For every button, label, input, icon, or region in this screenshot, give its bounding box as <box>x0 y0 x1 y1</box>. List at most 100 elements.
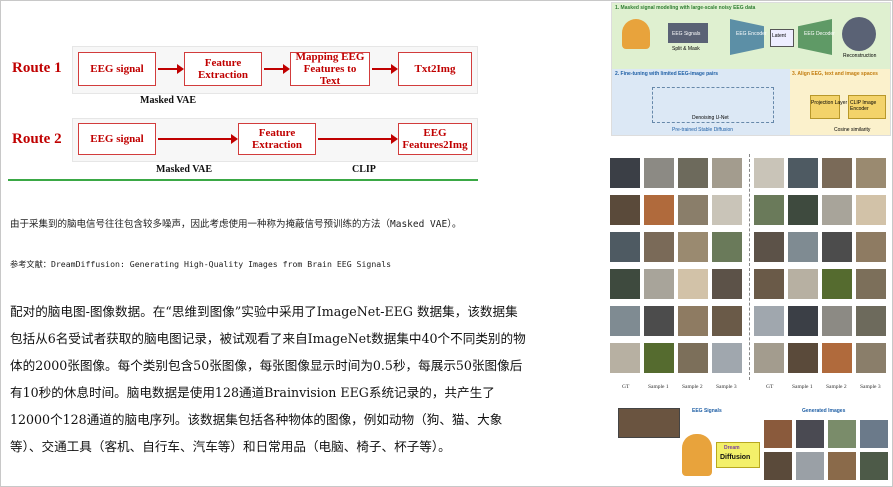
thumbnail-left-r1-c3 <box>678 158 708 188</box>
thumbnail-left-r4-c1 <box>610 269 640 299</box>
eeg-decoder-shape <box>798 19 832 55</box>
projection-label: Projection Layer <box>811 100 848 106</box>
thumbnail-left-r6-c3 <box>678 343 708 373</box>
clip-label: CLIP Image Encoder <box>850 100 877 112</box>
panel-finetune <box>612 69 790 135</box>
thumbnail-left-r5-c4 <box>712 306 742 336</box>
route2-box-eeg-signal: EEG signal <box>78 123 156 155</box>
thumbnail-left-r4-c2 <box>644 269 674 299</box>
thumbnail-right-r2-c2 <box>788 195 818 225</box>
caption-right-s2: Sample 2 <box>826 384 847 390</box>
output-image-4 <box>860 420 888 448</box>
eeg-signals-box <box>668 23 708 43</box>
eeg-encoder-label: EEG Encoder <box>736 31 767 37</box>
thumbnail-right-r1-c2 <box>788 158 818 188</box>
output-image-8 <box>860 452 888 480</box>
route1-box-feature-extraction: Feature Extraction <box>184 52 262 86</box>
thumbnail-right-r2-c3 <box>822 195 852 225</box>
dataset-paragraph: 配对的脑电图-图像数据。在“思维到图像”实验中采用了ImageNet-EEG 数… <box>10 304 526 454</box>
route1-box-mapping-text: Mapping EEG Features to Text <box>290 51 370 87</box>
thumbnail-left-r2-c2 <box>644 195 674 225</box>
reconstruction-label: Reconstruction <box>843 53 877 59</box>
thumbnail-left-r6-c2 <box>644 343 674 373</box>
route1-arrow-3 <box>372 64 398 74</box>
denoise-block <box>652 87 774 123</box>
section1-title: 1. Masked signal modeling with large-sca… <box>615 5 756 11</box>
thumbnail-left-r3-c2 <box>644 232 674 262</box>
output-image-1 <box>764 420 792 448</box>
thumbnail-right-r5-c2 <box>788 306 818 336</box>
section3-title: 3. Align EEG, text and image spaces <box>792 71 878 77</box>
output-image-2 <box>796 420 824 448</box>
thumbnail-right-r3-c1 <box>754 232 784 262</box>
eeg-photo-stack <box>618 408 680 438</box>
head-icon-bottom <box>682 434 712 476</box>
head-icon <box>622 19 650 49</box>
latent-box <box>770 29 794 47</box>
eeg-signals-caption: EEG Signals <box>692 408 722 414</box>
denoising-unet-label: Denoising U-Net <box>692 115 729 121</box>
thumbnail-right-r4-c3 <box>822 269 852 299</box>
thumbnail-right-r3-c3 <box>822 232 852 262</box>
latent-label: Latent <box>772 33 786 39</box>
output-image-5 <box>764 452 792 480</box>
output-image-7 <box>828 452 856 480</box>
thumbnail-left-r6-c4 <box>712 343 742 373</box>
route1-sublabel-masked-vae: Masked VAE <box>140 95 197 106</box>
thumbnail-left-r3-c1 <box>610 232 640 262</box>
output-image-6 <box>796 452 824 480</box>
thumbnail-right-r2-c1 <box>754 195 784 225</box>
thumbnail-left-r2-c1 <box>610 195 640 225</box>
caption-left-s1: Sample 1 <box>648 384 669 390</box>
route2-box-eeg-features2img: EEG Features2Img <box>398 123 472 155</box>
diffusion-label: Diffusion <box>720 454 751 461</box>
thumbnail-right-r3-c2 <box>788 232 818 262</box>
thumbnail-right-r6-c4 <box>856 343 886 373</box>
thumbnail-left-r4-c4 <box>712 269 742 299</box>
route2-sublabel-masked-vae: Masked VAE <box>156 164 213 175</box>
eeg-signals-label: EEG Signals <box>672 31 701 37</box>
output-image-3 <box>828 420 856 448</box>
sample-grid: GT Sample 1 Sample 2 Sample 3 GT Sample … <box>608 154 891 394</box>
architecture-figure: 1. Masked signal modeling with large-sca… <box>611 2 891 136</box>
eeg-decoder-label: EEG Decoder <box>804 31 835 37</box>
thumbnail-left-r1-c1 <box>610 158 640 188</box>
caption-right-s3: Sample 3 <box>860 384 881 390</box>
split-mask-label: Split & Mask <box>672 46 700 52</box>
reconstruction-circle <box>842 17 876 51</box>
caption-right-gt: GT <box>766 384 774 390</box>
thumbnail-right-r4-c1 <box>754 269 784 299</box>
caption-right-s1: Sample 1 <box>792 384 813 390</box>
thumbnail-left-r5-c1 <box>610 306 640 336</box>
dreamdiffusion-figure: EEG Signals Generated Images Dream Diffu… <box>612 404 889 484</box>
route2-arrow-1 <box>158 134 238 144</box>
thumbnail-right-r1-c4 <box>856 158 886 188</box>
thumbnail-right-r5-c3 <box>822 306 852 336</box>
thumbnail-left-r3-c3 <box>678 232 708 262</box>
thumbnail-right-r5-c4 <box>856 306 886 336</box>
thumbnail-right-r4-c4 <box>856 269 886 299</box>
thumbnail-left-r1-c2 <box>644 158 674 188</box>
note-reference: 参考文献：DreamDiffusion: Generating High-Qua… <box>10 259 392 269</box>
route1-box-txt2img: Txt2Img <box>398 52 472 86</box>
route1-box-eeg-signal: EEG signal <box>78 52 156 86</box>
grid-separator <box>749 154 751 380</box>
generated-images-caption: Generated Images <box>802 408 846 414</box>
thumbnail-left-r5-c2 <box>644 306 674 336</box>
note-masked-vae: 由于采集到的脑电信号往往包含较多噪声，因此考虑使用一种称为掩蔽信号预训练的方法（… <box>10 219 462 230</box>
projection-box <box>810 95 840 119</box>
thumbnail-right-r1-c1 <box>754 158 784 188</box>
thumbnail-right-r2-c4 <box>856 195 886 225</box>
cosine-label: Cosine similarity <box>834 127 871 133</box>
route2-box-feature-extraction: Feature Extraction <box>238 123 316 155</box>
thumbnail-right-r6-c3 <box>822 343 852 373</box>
section2-title: 2. Fine-tuning with limited EEG-image pa… <box>615 71 719 77</box>
thumbnail-left-r2-c4 <box>712 195 742 225</box>
route2-arrow-2 <box>318 134 398 144</box>
route1-arrow-2 <box>264 64 290 74</box>
route2-sublabel-clip: CLIP <box>352 164 376 175</box>
thumbnail-left-r2-c3 <box>678 195 708 225</box>
thumbnail-left-r3-c4 <box>712 232 742 262</box>
route1-label: Route 1 <box>12 60 62 76</box>
dream-label: Dream <box>724 445 740 451</box>
